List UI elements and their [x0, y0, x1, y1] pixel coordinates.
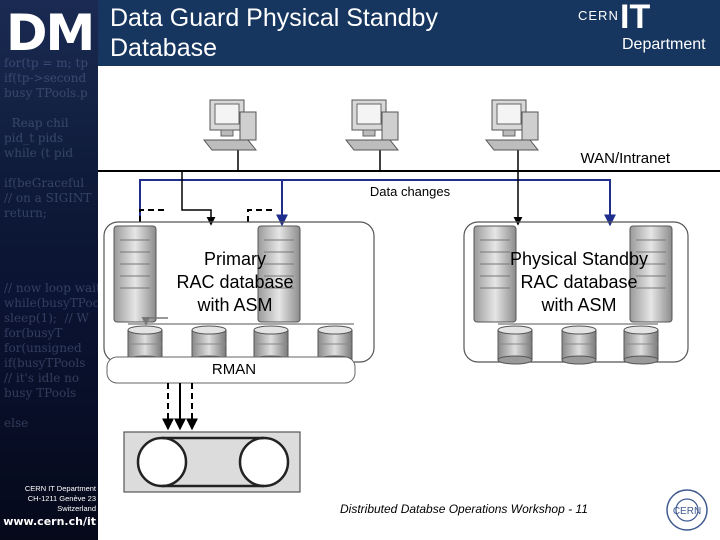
data-changes-label: Data changes [369, 184, 451, 199]
cern-emblem-icon: CERN [666, 489, 708, 531]
standby-database-label: Physical Standby RAC database with ASM [509, 249, 649, 315]
disk-arrow [141, 316, 168, 326]
primary-server-icon [113, 225, 157, 323]
svg-text:CERN: CERN [673, 506, 701, 517]
client-pc-icon [485, 99, 539, 151]
rman-dashed-line [139, 209, 168, 222]
logo-department-text: Department [622, 36, 706, 53]
header-bar [98, 0, 720, 66]
logo-cern-text: CERN [578, 8, 619, 23]
client-pc-icon [345, 99, 399, 151]
address-line-2: CH-1211 Genève 23 [27, 494, 96, 503]
logo-it-text: IT [620, 0, 651, 36]
sidebar-code-background: for(tp = m; tp if(tp->second busy TPools… [4, 56, 98, 430]
data-changes-line [139, 179, 616, 227]
standby-disk-icon [561, 325, 597, 365]
rman-box [106, 356, 356, 384]
standby-disk-icon [497, 325, 533, 365]
address-line-1: CERN IT Department [24, 484, 96, 493]
client-link-arrow [181, 171, 216, 226]
tape-backup-icon [123, 431, 301, 493]
rman-label: RMAN [211, 361, 257, 378]
standby-disk-icon [623, 325, 659, 365]
address-block: CERN IT Department CH-1211 Genève 23 Swi… [2, 484, 96, 514]
website-link[interactable]: www.cern.ch/it [3, 515, 96, 528]
footer-text: Distributed Databse Operations Workshop … [340, 502, 588, 516]
client-pc-icon [203, 99, 257, 151]
address-line-3: Switzerland [57, 504, 96, 513]
primary-database-label: Primary RAC database with ASM [176, 249, 294, 315]
slide-title: Data Guard Physical Standby Database [110, 4, 438, 62]
dm-logo: DM [6, 4, 95, 62]
wan-intranet-label: WAN/Intranet [580, 150, 670, 167]
rman-dashed-line [247, 209, 272, 222]
sidebar-background: for(tp = m; tp if(tp->second busy TPools… [0, 0, 98, 540]
cern-it-department-logo: CERN IT Department [578, 0, 720, 60]
